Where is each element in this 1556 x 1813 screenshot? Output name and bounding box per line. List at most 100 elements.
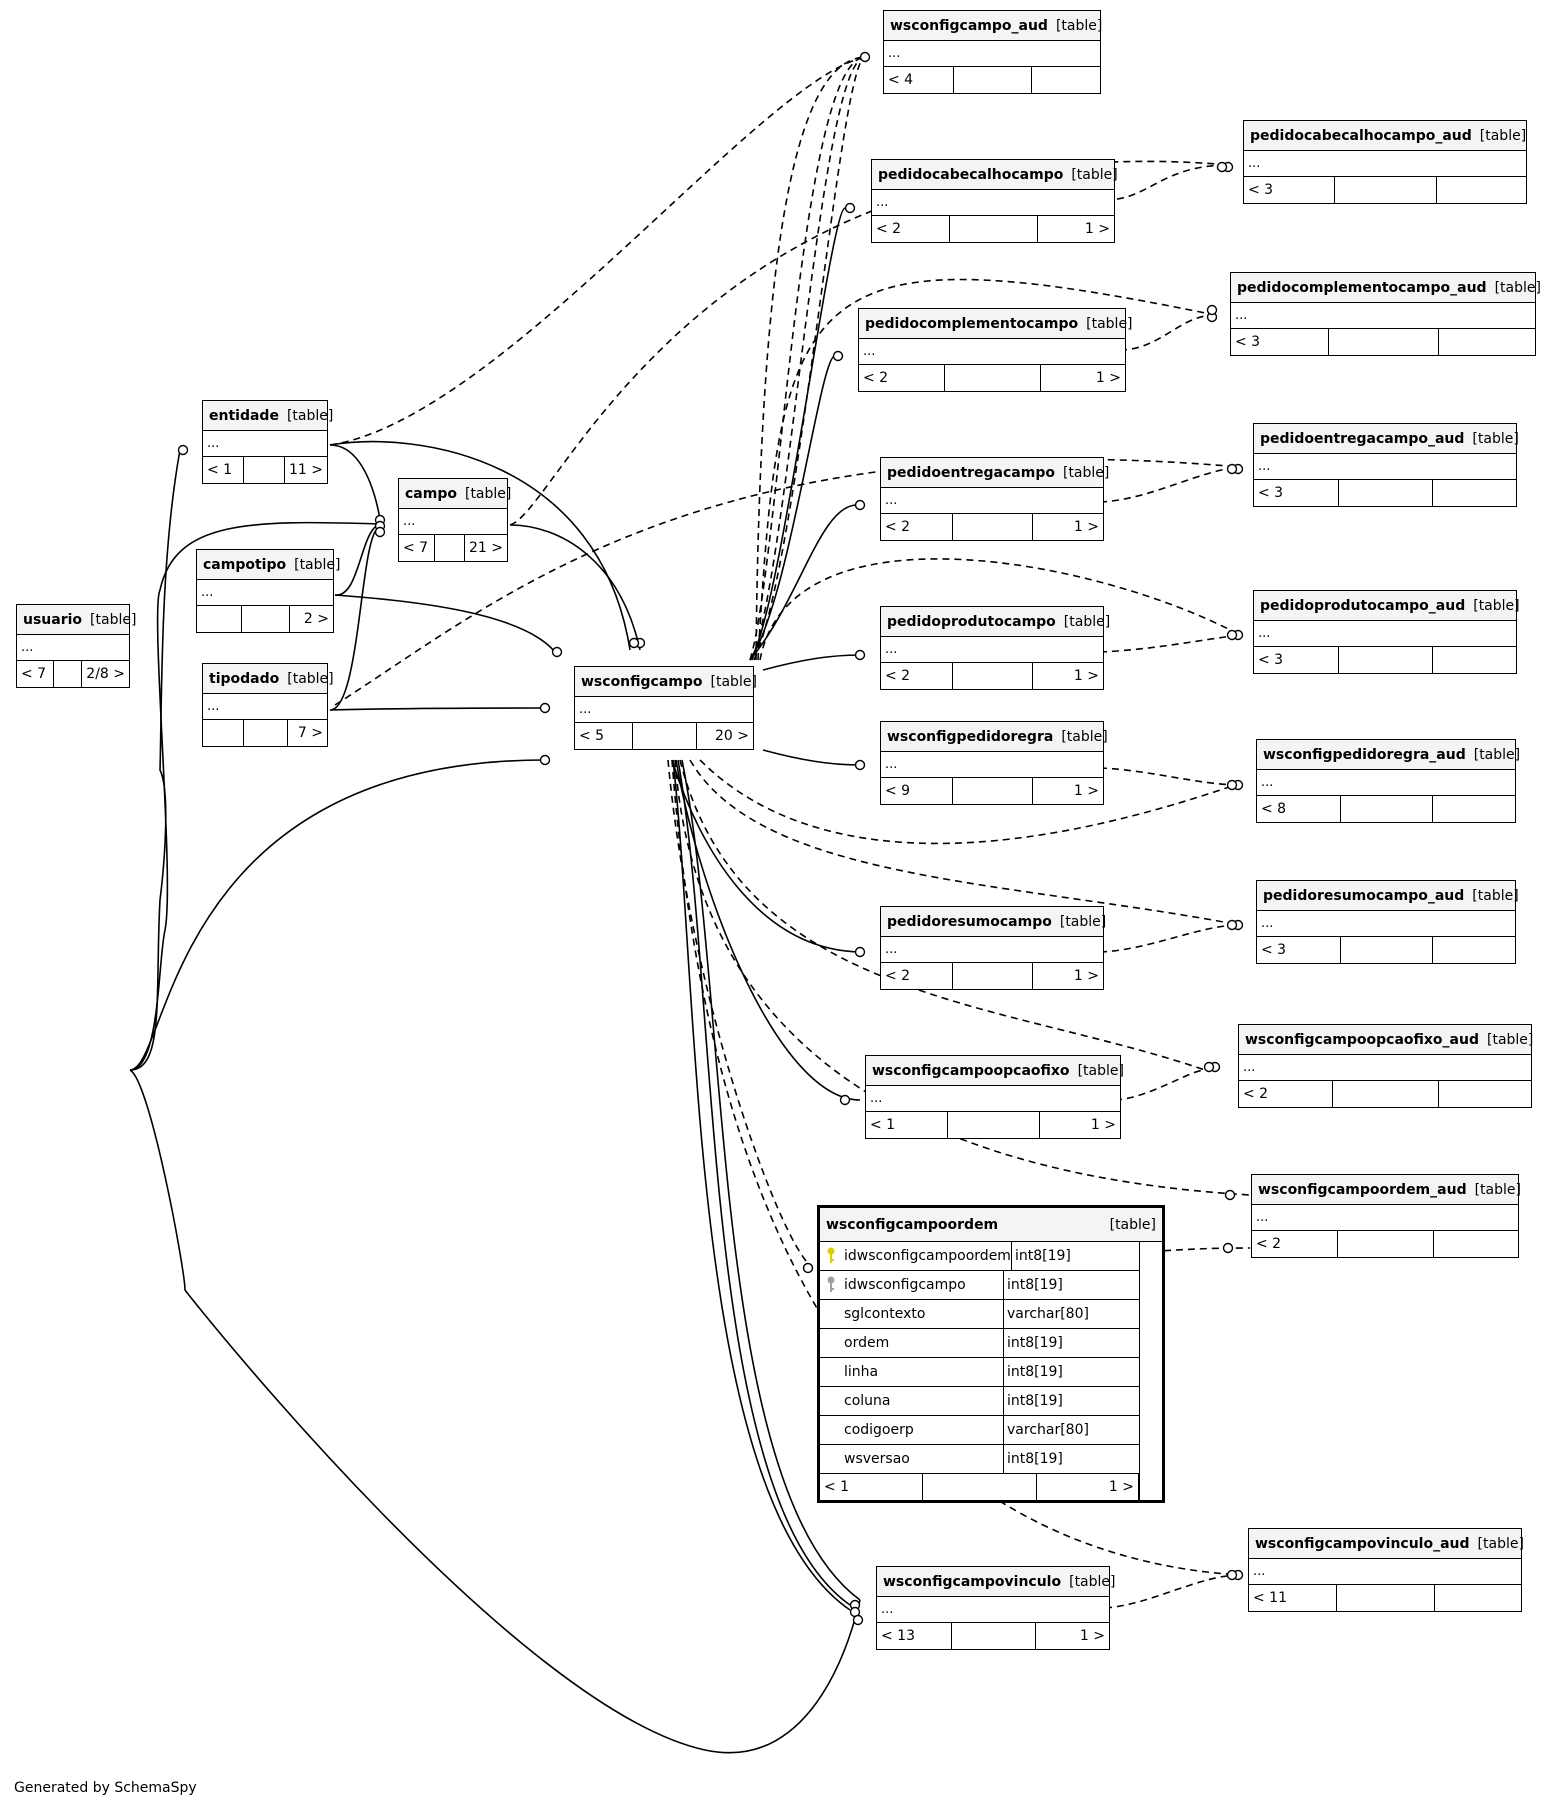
foot-mid [433, 535, 464, 561]
table-wsconfigcampo_aud[interactable]: wsconfigcampo_aud[table] ... < 4 [883, 10, 1102, 94]
table-wsconfigpedidoregra_aud[interactable]: wsconfigpedidoregra_aud[table] ... < 8 [1256, 739, 1520, 823]
foot-left: < 7 [21, 666, 47, 682]
table-name: pedidocabecalhocampo [878, 166, 1064, 183]
table-wsconfigcampoopcaofixo_aud[interactable]: wsconfigcampoopcaofixo_aud[table] ... < … [1238, 1024, 1533, 1108]
foot-mid [952, 963, 1032, 989]
column-row[interactable]: codigoerp varchar[80] [820, 1416, 1139, 1445]
foot-mid [953, 67, 1031, 93]
foot-mid [921, 1474, 1037, 1500]
foot-left [197, 606, 241, 632]
ellipsis: ... [1257, 911, 1515, 937]
foot-left: < 5 [579, 728, 605, 744]
column-type: int8[19] [1007, 1277, 1063, 1293]
column-list: idwsconfigcampoordem int8[19] idwsconfig… [820, 1242, 1139, 1500]
table-tag: [table] [1062, 464, 1110, 481]
foot-left: < 3 [1258, 485, 1284, 501]
table-wsconfigcampoordem[interactable]: wsconfigcampoordem[table] idwsconfigcamp… [817, 1205, 1165, 1503]
table-tag: [table] [1494, 279, 1541, 296]
foot-right: 7 > [287, 720, 327, 746]
foot-left: < 8 [1261, 801, 1287, 817]
table-name: pedidocomplementocampo [865, 315, 1079, 332]
column-row[interactable]: idwsconfigcampo int8[19] [820, 1271, 1139, 1300]
foreign-key-icon [826, 1276, 836, 1304]
table-tag: [table] [1473, 746, 1521, 763]
table-pedidoresumocampo_aud[interactable]: pedidoresumocampo_aud[table] ... < 3 [1256, 880, 1519, 964]
table-campotipo[interactable]: campotipo[table] ... 2 > [196, 549, 341, 633]
table-tag: [table] [1474, 1181, 1521, 1198]
column-row[interactable]: linha int8[19] [820, 1358, 1139, 1387]
column-row[interactable]: ordem int8[19] [820, 1329, 1139, 1358]
table-tag: [table] [710, 673, 757, 690]
table-name: wsconfigcampoordem [826, 1216, 999, 1233]
table-tag: [table] [464, 485, 512, 502]
ellipsis: ... [17, 635, 129, 661]
generator-credit: Generated by SchemaSpy [14, 1780, 197, 1796]
foot-right [1433, 1585, 1521, 1611]
ellipsis: ... [859, 339, 1125, 365]
ellipsis: ... [877, 1597, 1109, 1623]
table-tag: [table] [1071, 166, 1118, 183]
foot-mid [1339, 937, 1433, 963]
table-name: pedidoresumocampo_aud [1263, 887, 1465, 904]
ellipsis: ... [881, 752, 1103, 778]
table-pedidoprodutocampo_aud[interactable]: pedidoprodutocampo_aud[table] ... < 3 [1253, 590, 1520, 674]
foot-mid [52, 661, 81, 687]
table-name: wsconfigcampovinculo [883, 1573, 1062, 1590]
table-tipodado[interactable]: tipodado[table] ... 7 > [202, 663, 334, 747]
column-name: idwsconfigcampoordem [844, 1248, 1011, 1264]
table-tag: [table] [1086, 315, 1133, 332]
foot-left: < 2 [876, 221, 902, 237]
table-tag: [table] [1479, 127, 1527, 144]
table-pedidocabecalhocampo_aud[interactable]: pedidocabecalhocampo_aud[table] ... < 3 [1243, 120, 1527, 204]
foot-left: < 3 [1261, 942, 1287, 958]
column-row[interactable]: idwsconfigcampoordem int8[19] [820, 1242, 1139, 1271]
table-pedidoentregacampo_aud[interactable]: pedidoentregacampo_aud[table] ... < 3 [1253, 423, 1519, 507]
column-type: varchar[80] [1007, 1422, 1089, 1438]
ellipsis: ... [881, 937, 1103, 963]
column-gutter [1139, 1242, 1162, 1500]
foot-left: < 2 [885, 519, 911, 535]
foot-right [1432, 1231, 1518, 1257]
foot-mid [949, 216, 1036, 242]
table-pedidocomplementocampo_aud[interactable]: pedidocomplementocampo_aud[table] ... < … [1230, 272, 1541, 356]
ellipsis: ... [203, 431, 327, 457]
column-type: int8[19] [1007, 1335, 1063, 1351]
table-tag: [table] [1077, 1062, 1124, 1079]
ellipsis: ... [884, 41, 1100, 67]
table-wsconfigcampoordem_aud[interactable]: wsconfigcampoordem_aud[table] ... < 2 [1251, 1174, 1521, 1258]
foot-right: 21 > [464, 535, 507, 561]
ellipsis: ... [1254, 621, 1516, 647]
foot-right [1437, 1081, 1531, 1107]
foot-right: 1 > [1031, 514, 1103, 540]
ellipsis: ... [1252, 1205, 1518, 1231]
table-tag: [table] [286, 407, 334, 424]
foot-right: 20 > [696, 723, 753, 749]
foot-right [1030, 67, 1100, 93]
column-row[interactable]: coluna int8[19] [820, 1387, 1139, 1416]
column-row[interactable]: wsversao int8[19] [820, 1445, 1139, 1474]
foot-mid [242, 720, 288, 746]
column-name: ordem [820, 1329, 1004, 1357]
foot-left: < 3 [1248, 182, 1274, 198]
table-name: wsconfigcampovinculo_aud [1255, 1535, 1470, 1552]
table-name: pedidoprodutocampo [887, 613, 1056, 630]
column-row[interactable]: sglcontexto varchar[80] [820, 1300, 1139, 1329]
table-name: pedidocomplementocampo_aud [1237, 279, 1487, 296]
foot-mid [944, 365, 1040, 391]
table-tag: [table] [287, 670, 334, 687]
table-wsconfigcampovinculo_aud[interactable]: wsconfigcampovinculo_aud[table] ... < 11 [1248, 1528, 1524, 1612]
column-name: wsversao [820, 1445, 1004, 1473]
